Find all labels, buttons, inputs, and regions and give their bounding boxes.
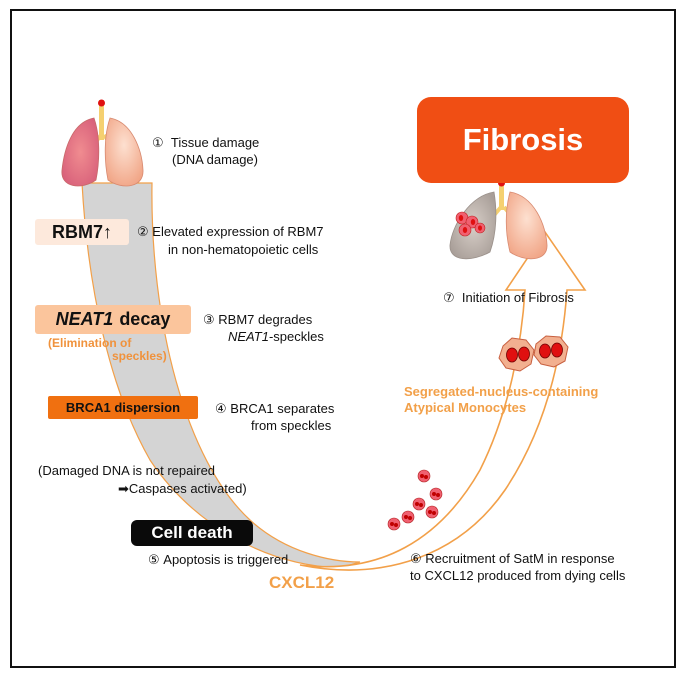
step-6-line-2: to CXCL12 produced from dying cells xyxy=(410,568,626,583)
rbm7-label: RBM7↑ xyxy=(35,219,129,245)
brca1-dispersion-label: BRCA1 dispersion xyxy=(48,396,198,419)
step-5: ⑤ Apoptosis is triggered xyxy=(148,552,289,567)
step-1-line-1: ① Tissue damage xyxy=(152,135,260,150)
damaged-dna-note-line-2: ➡Caspases activated) xyxy=(118,481,247,496)
right-pathway-arrow xyxy=(299,230,587,571)
figure-frame xyxy=(10,9,676,668)
decay-word: decay xyxy=(119,309,171,329)
satm-label-line-2: Atypical Monocytes xyxy=(404,400,527,415)
lung-icon xyxy=(61,99,144,187)
cxcl12-label: CXCL12 xyxy=(269,573,335,592)
atypical-monocyte-icon xyxy=(498,335,569,372)
neat1-gene-name: NEAT1 xyxy=(55,309,114,329)
damaged-dna-note-line-1: (Damaged DNA is not repaired xyxy=(38,463,216,478)
satm-label-line-1: Segregated-nucleus-containing xyxy=(404,384,599,399)
fibrotic-lung-icon xyxy=(449,179,548,260)
fibrosis-box: Fibrosis xyxy=(417,97,629,183)
small-monocyte-cells xyxy=(387,469,443,531)
step-3-line-1: ③ RBM7 degrades xyxy=(203,312,313,327)
step-7: ⑦ Initiation of Fibrosis xyxy=(443,290,574,305)
cell-death-label: Cell death xyxy=(131,520,253,546)
step-4-line-2: from speckles xyxy=(251,418,332,433)
step-6-line-1: ⑥ Recruitment of SatM in response xyxy=(410,551,615,566)
step-2-line-2: in non-hematopoietic cells xyxy=(168,242,319,257)
step-2-line-1: ② Elevated expression of RBM7 xyxy=(137,224,324,239)
step-1-line-2: (DNA damage) xyxy=(172,152,258,167)
elimination-note-line-2: speckles) xyxy=(112,349,167,363)
step-3-line-2: NEAT1-speckles xyxy=(228,329,324,344)
step-4-line-1: ④ BRCA1 separates xyxy=(215,401,335,416)
elimination-note-line-1: (Elimination of xyxy=(48,336,132,350)
